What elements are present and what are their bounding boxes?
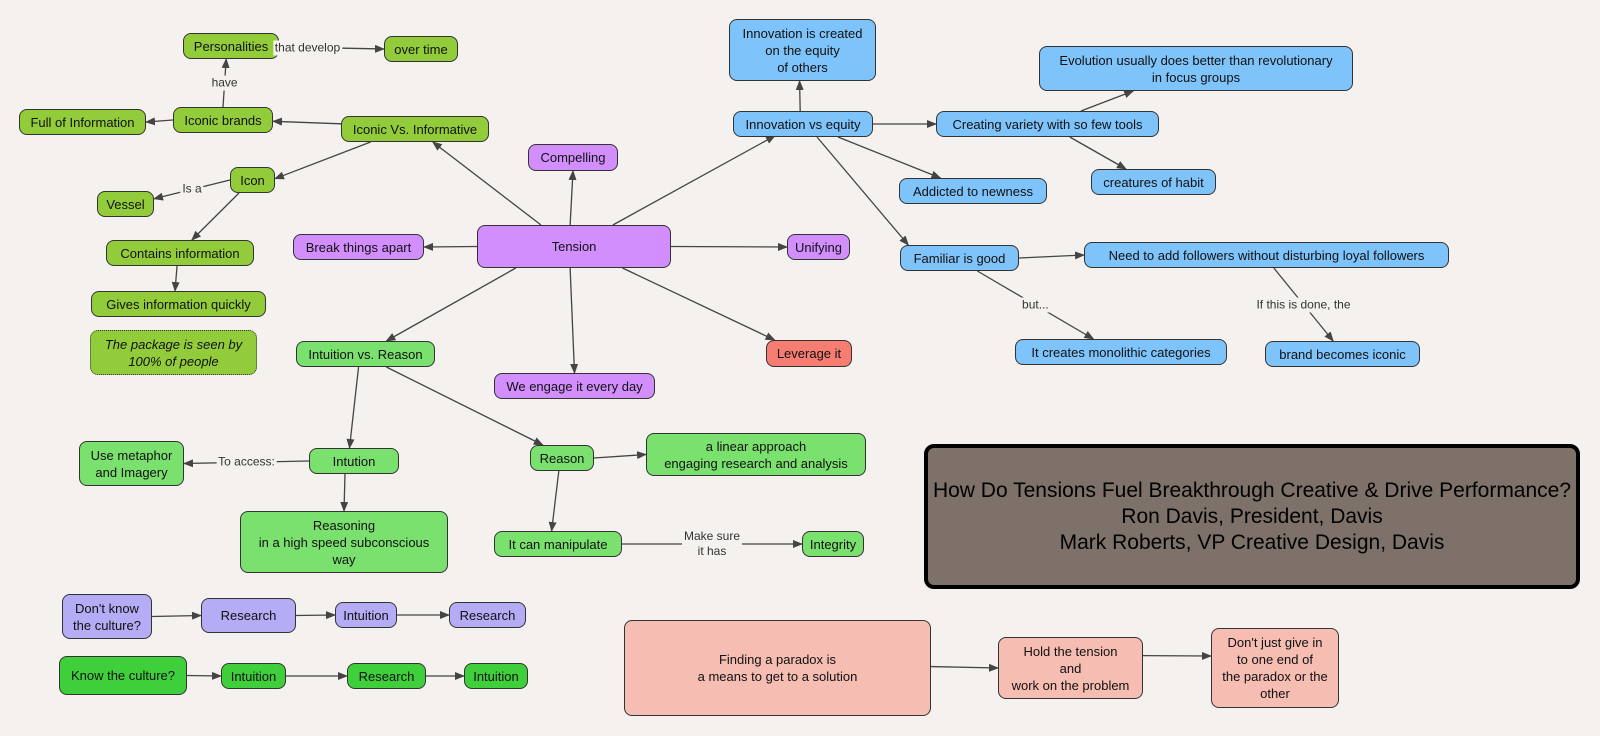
edge-label-personalities-to-overtime: that develop <box>272 40 343 55</box>
edge-iconicvs-to-iconicbrands <box>272 117 342 126</box>
edge-label-needadd-to-iconic: If this is done, the <box>1254 297 1353 312</box>
node-package: The package is seen by 100% of people <box>90 330 257 375</box>
edge-innovvs-to-familiar <box>816 136 909 246</box>
node-research2: Research <box>449 602 526 628</box>
edge-label-manipulate-to-integrity: Make sure it has <box>681 529 743 559</box>
node-iconicbrands: Iconic brands <box>173 107 273 133</box>
node-intuition3: Intuition <box>464 663 528 689</box>
node-iconic: brand becomes iconic <box>1265 341 1420 367</box>
node-fullinfo: Full of Information <box>19 109 146 135</box>
node-familiar: Familiar is good <box>900 245 1019 271</box>
node-monolithic: It creates monolithic categories <box>1015 339 1227 365</box>
edge-reason-to-manipulate <box>548 470 560 532</box>
edge-tension-to-unifying <box>670 242 788 251</box>
edge-label-icon-to-vessel: Is a <box>180 181 204 197</box>
node-leverage: Leverage it <box>766 340 852 367</box>
node-creatures: creatures of habit <box>1091 169 1216 195</box>
node-needadd: Need to add followers without disturbing… <box>1084 242 1449 268</box>
node-gives: Gives information quickly <box>91 291 266 317</box>
node-innovcreated: Innovation is created on the equity of o… <box>729 19 876 81</box>
title-line-1: How Do Tensions Fuel Breakthrough Creati… <box>932 478 1572 502</box>
node-research3: Research <box>347 663 426 689</box>
edge-intuitionvs-to-reason <box>386 366 544 446</box>
edge-creating-to-evolution <box>1080 90 1135 112</box>
node-creating: Creating variety with so few tools <box>936 111 1159 137</box>
edge-creating-to-creatures <box>1069 136 1127 170</box>
edge-intution-to-reasoning <box>340 473 349 512</box>
node-research1: Research <box>201 598 296 633</box>
edge-intuitionvs-to-intution <box>346 366 360 449</box>
edge-tension-to-iconicvs <box>431 141 542 226</box>
edge-tension-to-compelling <box>568 170 577 226</box>
node-knowculture: Know the culture? <box>59 656 187 695</box>
node-intuitionvs: Intuition vs. Reason <box>296 341 435 367</box>
edge-iconicbrands-to-fullinfo <box>145 117 174 126</box>
node-usemetaphor: Use metaphor and Imagery <box>79 441 184 486</box>
edge-label-intution-to-usemetaphor: To access: <box>216 454 277 470</box>
node-reason: Reason <box>530 445 594 471</box>
node-vessel: Vessel <box>97 191 154 217</box>
edge-research1-to-intuition1 <box>295 611 336 620</box>
node-paradox: Finding a paradox is a means to get to a… <box>624 620 931 716</box>
node-manipulate: It can manipulate <box>494 531 622 557</box>
node-dontgive: Don't just give in to one end of the par… <box>1211 628 1339 708</box>
node-linear: a linear approach engaging research and … <box>646 433 866 476</box>
node-unifying: Unifying <box>787 234 850 260</box>
node-engage: We engage it every day <box>494 373 655 399</box>
node-intution: Intution <box>309 448 399 474</box>
node-personalities: Personalities <box>183 33 279 59</box>
edge-icon-to-contains <box>191 192 240 241</box>
edge-iconicvs-to-icon <box>274 141 371 180</box>
node-contains: Contains information <box>106 240 254 266</box>
edge-tension-to-intuitionvs <box>385 267 517 342</box>
node-reasoning: Reasoning in a high speed subconscious w… <box>240 511 448 573</box>
edge-tension-to-leverage <box>622 267 776 341</box>
edge-label-familiar-to-monolithic: but... <box>1020 297 1051 313</box>
title-box: How Do Tensions Fuel Breakthrough Creati… <box>924 444 1580 589</box>
edge-contains-to-gives <box>171 265 180 292</box>
title-line-2: Ron Davis, President, Davis <box>1121 504 1383 528</box>
node-compelling: Compelling <box>528 144 618 171</box>
edge-knowculture-to-intuition2 <box>186 671 222 680</box>
node-innovvs: Innovation vs equity <box>733 111 873 137</box>
node-overtime: over time <box>384 36 458 62</box>
node-dontknow: Don't know the culture? <box>62 594 152 639</box>
edge-label-iconicbrands-to-personalities: have <box>209 75 240 91</box>
edge-dontknow-to-research1 <box>151 611 202 620</box>
edge-innovvs-to-innovcreated <box>795 80 804 112</box>
title-line-3: Mark Roberts, VP Creative Design, Davis <box>1059 530 1445 554</box>
node-intuition2: Intuition <box>221 663 286 689</box>
node-addicted: Addicted to newness <box>899 178 1047 204</box>
edge-tension-to-breakapart <box>423 242 478 251</box>
edge-reason-to-linear <box>593 451 647 460</box>
node-evolution: Evolution usually does better than revol… <box>1039 46 1353 91</box>
node-integrity: Integrity <box>802 531 864 557</box>
node-tension: Tension <box>477 225 671 268</box>
edge-tension-to-innovvs <box>612 135 776 226</box>
edge-paradox-to-hold <box>930 663 999 672</box>
edge-tension-to-engage <box>569 267 579 374</box>
edge-innovvs-to-addicted <box>837 136 942 179</box>
node-intuition1: Intuition <box>335 602 397 628</box>
node-iconicvs: Iconic Vs. Informative <box>341 116 489 142</box>
node-icon: Icon <box>230 167 275 193</box>
node-breakapart: Break things apart <box>293 234 424 260</box>
edge-familiar-to-needadd <box>1018 251 1085 260</box>
node-hold: Hold the tension and work on the problem <box>998 637 1143 699</box>
